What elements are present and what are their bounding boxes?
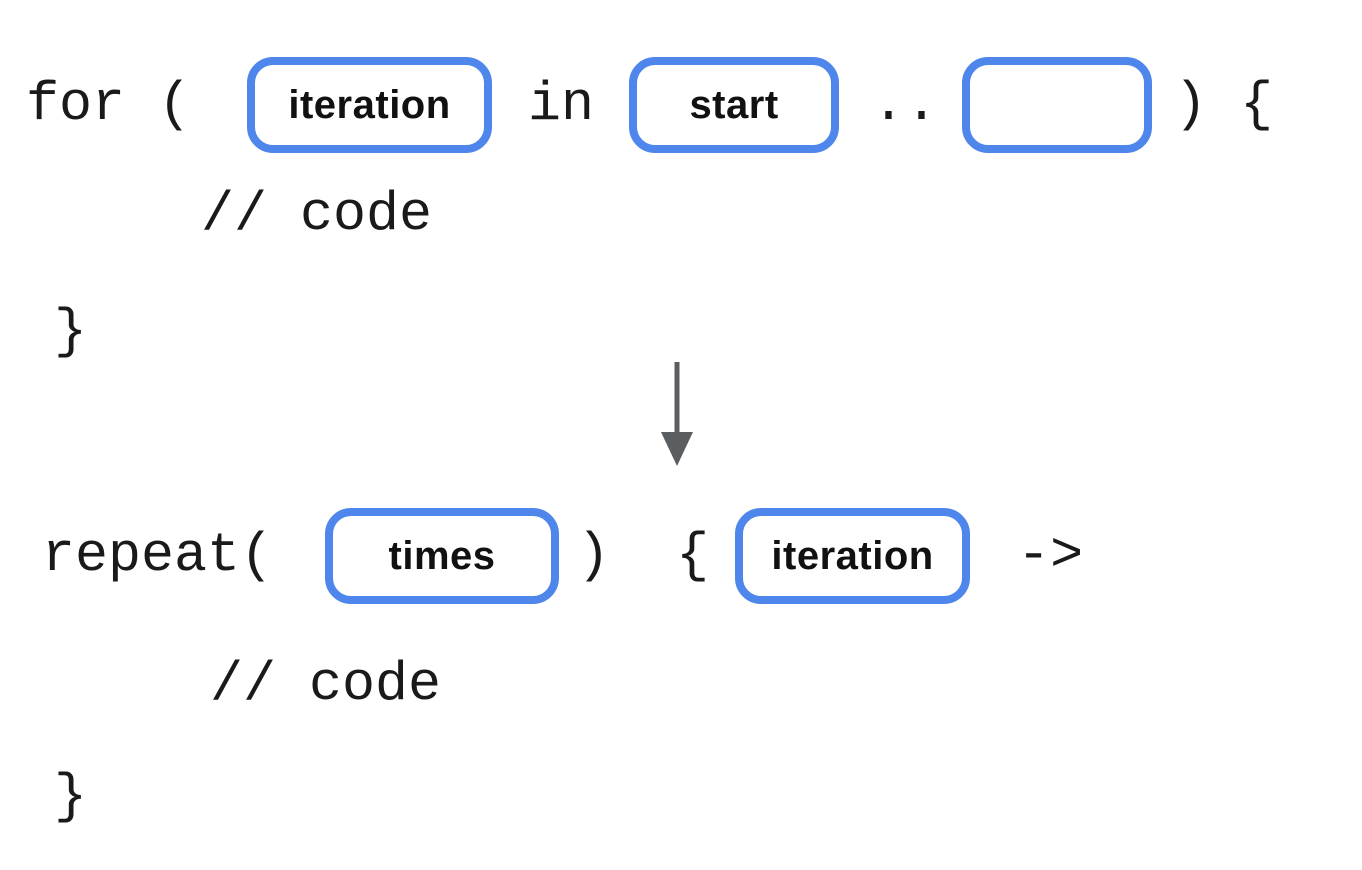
for-loop-header-line: for ( iteration in start .. ) {: [26, 57, 1273, 153]
placeholder-pill-iteration: iteration: [247, 57, 493, 153]
repeat-closing-line: }: [54, 765, 87, 828]
repeat-body-line: // code: [210, 653, 441, 716]
placeholder-label-start: start: [689, 82, 779, 127]
placeholder-label-iteration-repeat: iteration: [771, 533, 934, 578]
for-loop-closing-line: }: [54, 300, 87, 363]
repeat-keyword: repeat(: [42, 524, 274, 588]
in-keyword: in: [528, 73, 595, 137]
placeholder-label-iteration: iteration: [288, 82, 451, 127]
for-closing-brace: }: [54, 300, 88, 363]
repeat-closing-brace: }: [54, 765, 88, 828]
for-loop-body-line: // code: [201, 183, 432, 246]
placeholder-label-times: times: [388, 533, 496, 578]
down-arrow-icon: [655, 360, 699, 468]
for-close-paren-open-brace: ) {: [1174, 73, 1274, 137]
repeat-open-brace: {: [676, 524, 710, 588]
range-operator: ..: [872, 73, 939, 137]
placeholder-pill-times: times: [325, 508, 560, 604]
placeholder-pill-end: [962, 57, 1153, 153]
placeholder-pill-iteration-repeat: iteration: [735, 508, 971, 604]
placeholder-pill-start: start: [629, 57, 840, 153]
for-body-comment: // code: [201, 183, 433, 246]
repeat-close-paren: ): [577, 524, 611, 588]
for-keyword: for (: [26, 73, 192, 137]
repeat-body-comment: // code: [210, 653, 442, 716]
repeat-header-line: repeat( times ) { iteration ->: [42, 508, 1083, 604]
lambda-arrow-operator: ->: [1017, 524, 1084, 588]
